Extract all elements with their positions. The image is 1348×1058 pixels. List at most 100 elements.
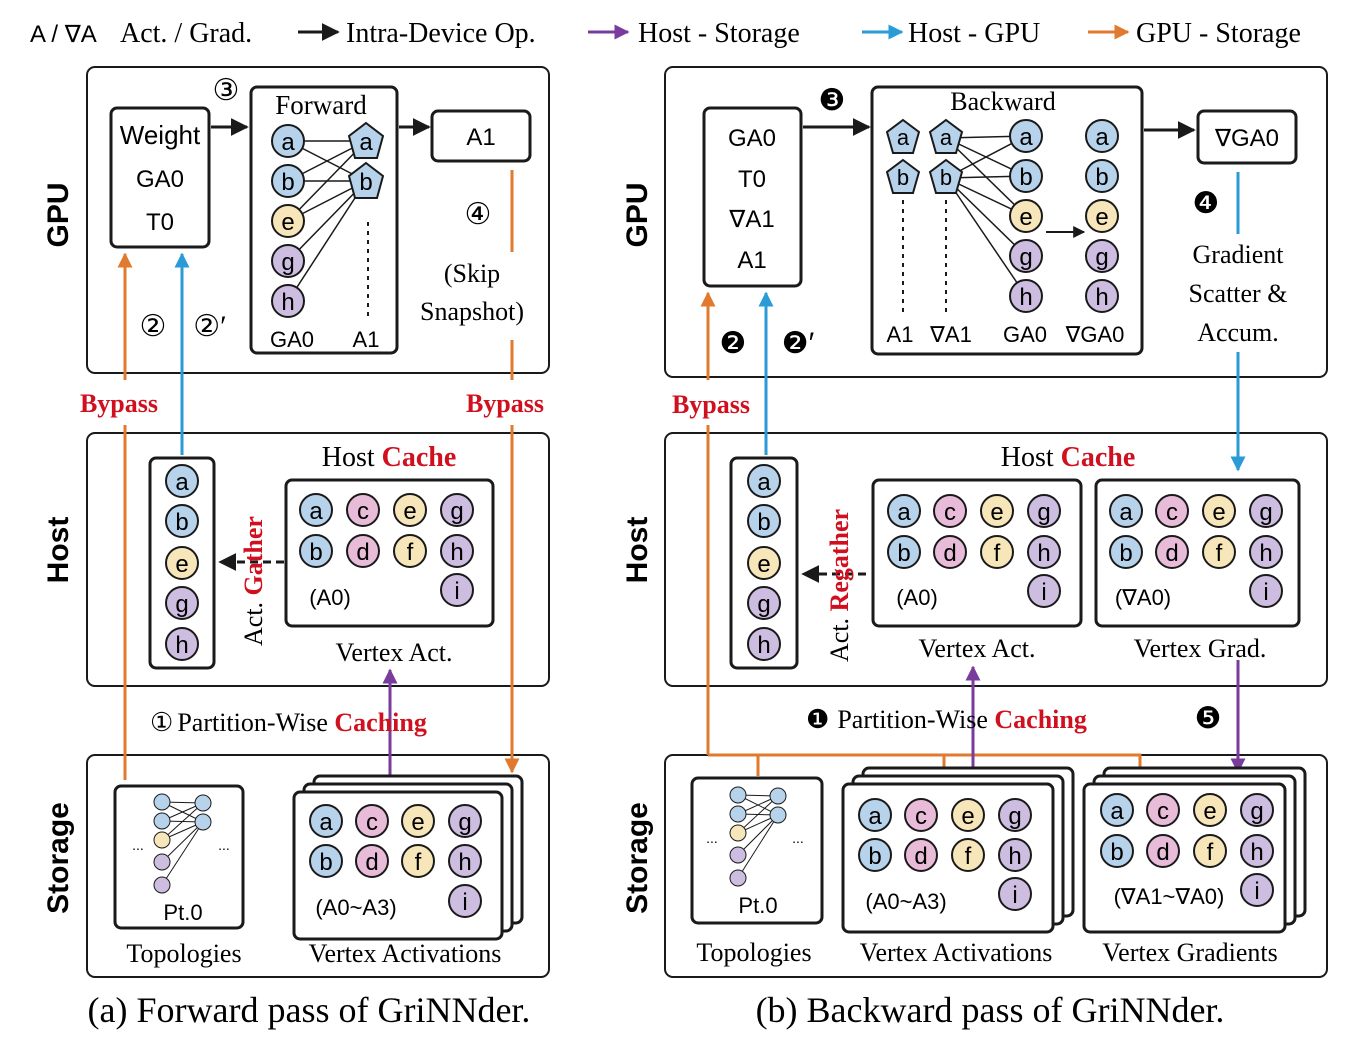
bwd-bypass-label: Bypass [672,390,750,419]
bwd-pent-a1-b [885,158,921,194]
bwd-acts-node-f-label: f [965,843,972,870]
bwd-gga0-node-g [1085,239,1119,273]
bwd-ga0-node-h-label: h [1019,284,1032,311]
fwd-cache-node-i-label: i [454,578,459,605]
tier-labels: GPU Host Storage GPU Host Storage [42,182,654,913]
fwd-gather-label: Act. Gather [239,516,268,646]
bwd-gga0-node-b [1085,159,1119,193]
bwd-topology-box [690,776,824,925]
tier-label-gpu-left: GPU [42,182,75,247]
bwd-gga0-node-e [1085,199,1119,233]
fwd-cache-node-i [440,573,474,607]
fwd-gathered-node-g-label: g [175,591,188,618]
bwd-gpu-ga0-label: GA0 [728,125,776,152]
bwd-op-label-a1: A1 [887,322,914,347]
bwd-ga0-node-e [1009,199,1043,233]
bwd-step4-marker: ❹ [1193,187,1220,220]
fwd-caching-prefix: Partition-Wise [177,708,334,737]
fwd-gathered-nodes: a b e g h [165,464,199,661]
fwd-acts-node-e [401,804,435,838]
bwd-grads-node-g-label: g [1250,798,1263,825]
fwd-acts-nodes: a c e g b d f h i [309,804,482,918]
bwd-gga0-node-b-label: b [1095,164,1108,191]
bwd-actcache-node-c-label: c [944,499,956,526]
bwd-gga0-node-h [1085,279,1119,313]
tier-label-storage-right: Storage [621,802,654,914]
fwd-gathered-node-h [165,627,199,661]
bwd-acts-node-i [998,877,1032,911]
fwd-acts-node-f-label: f [415,849,422,876]
fwd-acts-node-i [448,884,482,918]
bwd-op-labels: A1 ∇A1 GA0 ∇GA0 [887,322,1125,347]
bwd-acts-node-f [951,838,985,872]
bwd-gradcache-node-f-label: f [1216,540,1223,567]
bwd-actcache-node-e-label: e [990,499,1003,526]
bwd-gpu-t0-label: T0 [738,166,766,193]
fwd-topology-caption: Topologies [126,939,241,968]
bwd-actcache-node-a-label: a [897,499,911,526]
fwd-gathered-node-b-label: b [175,509,188,536]
bwd-gradcache-node-f [1202,535,1236,569]
fwd-cache-node-d-label: d [356,539,369,566]
bwd-act-cache-nodes: a c e g b d f h i [887,494,1061,608]
bwd-actcache-node-h-label: h [1037,540,1050,567]
fwd-acts-node-c [355,804,389,838]
fwd-acts-node-a-label: a [319,809,333,836]
bwd-acts-caption: Vertex Activations [860,938,1053,967]
bwd-scatter-line1: Gradient [1193,240,1285,269]
bwd-ga0-node-h [1009,279,1043,313]
bwd-grads-node-h [1240,834,1274,868]
bwd-grad-ga0-nodes: a b e g h [1085,119,1119,313]
bwd-actcache-node-i-label: i [1041,579,1046,606]
bwd-host-cache-word: Cache [1061,442,1136,473]
bwd-grads-node-c [1146,793,1180,827]
bwd-step2-marker: ❷ [720,327,747,360]
fwd-acts-node-c-label: c [366,809,378,836]
bwd-bypass-horizontal [708,753,1142,772]
legend-host-gpu-text: Host - GPU [908,18,1040,49]
fwd-gathered-node-g [165,586,199,620]
fwd-skip-line1: (Skip [444,259,500,288]
legend-intra-text: Intra-Device Op. [346,18,536,49]
fwd-op-pent-a [347,121,385,159]
fwd-cache-node-e [393,493,427,527]
fwd-gather-word-text: Gather [239,516,268,595]
fwd-op-node-e [271,204,305,238]
bwd-regathered-node-e-label: e [757,551,770,578]
bwd-acts-node-e [951,798,985,832]
fwd-step3-marker: ③ [213,74,240,107]
tier-label-host-left: Host [42,517,75,584]
bwd-gradcache-node-a-label: a [1119,499,1133,526]
bwd-topology-label: Pt.0 [738,893,777,918]
bwd-pent-a1-b-label: b [897,165,909,190]
fwd-op-left-label: GA0 [270,327,314,352]
fwd-host-frame [86,432,550,687]
fwd-gpu-frame [86,66,550,374]
bwd-acts-node-d [904,838,938,872]
bwd-acts-node-b-label: b [868,843,881,870]
fwd-cache-node-g-label: g [450,498,463,525]
fwd-cache-node-c [346,493,380,527]
bwd-actcache-node-a [887,494,921,528]
bwd-ga0-node-b-label: b [1019,164,1032,191]
bwd-regathered-node-a [747,464,781,498]
fwd-host-cache-word: Cache [382,442,457,473]
bwd-actcache-node-e [980,494,1014,528]
bwd-grads-node-b [1100,834,1134,868]
bwd-ga0-node-b [1009,159,1043,193]
fwd-op-pent-a-label: a [359,129,373,156]
fwd-op-node-b-label: b [281,169,294,196]
fwd-acts-node-b [309,844,343,878]
bwd-regathered-node-h [747,627,781,661]
bwd-grads-node-e [1193,793,1227,827]
bwd-actcache-node-f [980,535,1014,569]
bwd-gga0-node-g-label: g [1095,244,1108,271]
fwd-acts-node-i-label: i [462,889,467,916]
bwd-acts-node-a [858,798,892,832]
bwd-grads-node-g [1240,793,1274,827]
fwd-cache-caption: Vertex Act. [336,638,453,667]
fwd-acts-node-h-label: h [458,849,471,876]
fwd-forward-output-nodes: a b [347,121,385,199]
bwd-acts-node-e-label: e [961,803,974,830]
forward-pass-panel: Weight GA0 T0 ③ Forward a b e [80,66,550,1030]
